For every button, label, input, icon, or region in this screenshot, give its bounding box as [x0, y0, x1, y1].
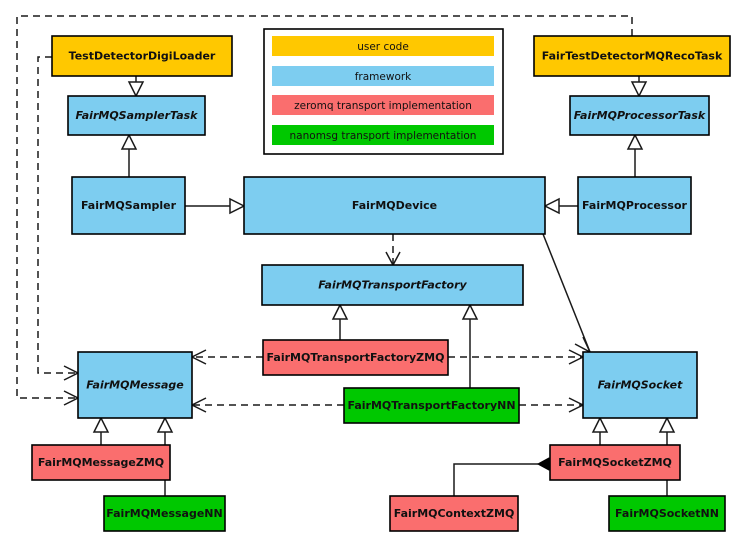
class-box-label-FairMQSocketNN: FairMQSocketNN: [615, 507, 719, 520]
class-box-rect-FairMQSampler[interactable]: [71, 176, 186, 235]
class-box-rect-FairMQTransportFactory[interactable]: [261, 264, 524, 306]
edge-digiloader-samplertask: [127, 76, 145, 98]
class-box-rect-FairMQTransportFactoryNN[interactable]: [343, 387, 520, 424]
class-box-rect-FairMQContextZMQ[interactable]: [389, 495, 519, 532]
class-box-label-FairMQDevice: FairMQDevice: [352, 199, 437, 212]
class-box-label-FairMQSamplerTask: FairMQSamplerTask: [76, 109, 199, 122]
legend-label-framework: framework: [355, 71, 412, 83]
class-box-FairMQTransportFactory[interactable]: FairMQTransportFactory: [261, 264, 524, 306]
legend-item-zeromq: zeromq transport implementation: [272, 95, 494, 115]
class-box-rect-FairTestDetectorMQRecoTask[interactable]: [533, 35, 731, 77]
edge-device-socket: [542, 233, 592, 354]
edge-tfnn-transportfactory: [461, 303, 479, 388]
class-box-rect-FairMQMessage[interactable]: [77, 351, 193, 419]
edge-contextzmq-socketzmq: [453, 457, 562, 496]
class-box-FairMQSocketNN[interactable]: FairMQSocketNN: [608, 495, 726, 532]
class-box-rect-FairMQTransportFactoryZMQ[interactable]: [262, 339, 449, 376]
class-box-FairMQMessageZMQ[interactable]: FairMQMessageZMQ: [31, 444, 171, 481]
class-box-rect-FairMQProcessor[interactable]: [577, 176, 692, 235]
edge-samplertask-sampler: [120, 133, 138, 177]
legend-item-nanomsg: nanomsg transport implementation: [272, 125, 494, 145]
edge-tfnn-socket: [519, 397, 585, 413]
edge-tfnn-message: [190, 397, 344, 413]
class-box-label-FairMQSampler: FairMQSampler: [81, 199, 177, 212]
class-box-FairMQDevice[interactable]: FairMQDevice: [243, 176, 546, 235]
class-box-FairMQContextZMQ[interactable]: FairMQContextZMQ: [389, 495, 519, 532]
class-box-label-FairMQMessage: FairMQMessage: [86, 379, 184, 392]
class-box-FairMQMessage[interactable]: FairMQMessage: [77, 351, 193, 419]
class-box-FairMQSampler[interactable]: FairMQSampler: [71, 176, 186, 235]
class-box-FairMQMessageNN[interactable]: FairMQMessageNN: [103, 495, 226, 532]
class-box-FairMQTransportFactoryNN[interactable]: FairMQTransportFactoryNN: [343, 387, 520, 424]
class-box-FairMQProcessor[interactable]: FairMQProcessor: [577, 176, 692, 235]
class-box-FairMQSamplerTask[interactable]: FairMQSamplerTask: [67, 95, 206, 136]
legend-item-framework: framework: [272, 66, 494, 86]
legend-item-user-code: user code: [272, 36, 494, 56]
class-box-rect-FairMQSocket[interactable]: [582, 351, 698, 419]
legend-label-zeromq: zeromq transport implementation: [294, 100, 472, 112]
class-box-rect-FairMQSamplerTask[interactable]: [67, 95, 206, 136]
class-box-rect-FairMQMessageZMQ[interactable]: [31, 444, 171, 481]
edge-processor-device: [543, 197, 578, 215]
edge-socketzmq-socket: [591, 416, 609, 445]
class-box-label-FairMQContextZMQ: FairMQContextZMQ: [394, 507, 515, 520]
edge-tfzmq-message: [190, 349, 263, 365]
legend-swatch-user-code: [272, 36, 494, 56]
class-box-FairMQSocketZMQ[interactable]: FairMQSocketZMQ: [549, 444, 681, 481]
class-box-layer: TestDetectorDigiLoader FairTestDetectorMQ…: [31, 35, 731, 532]
class-box-rect-FairMQSocketZMQ[interactable]: [549, 444, 681, 481]
class-box-label-FairMQMessageNN: FairMQMessageNN: [106, 507, 222, 520]
legend-swatch-zeromq: [272, 95, 494, 115]
legend-swatch-nanomsg: [272, 125, 494, 145]
class-box-label-FairMQTransportFactoryNN: FairMQTransportFactoryNN: [347, 399, 515, 412]
class-box-label-TestDetectorDigiLoader: TestDetectorDigiLoader: [69, 50, 216, 63]
class-box-label-FairMQProcessor: FairMQProcessor: [582, 199, 687, 212]
class-box-rect-FairMQMessageNN[interactable]: [103, 495, 226, 532]
class-box-label-FairMQSocket: FairMQSocket: [598, 379, 684, 392]
class-box-label-FairMQTransportFactory: FairMQTransportFactory: [318, 279, 467, 292]
class-box-FairTestDetectorMQRecoTask[interactable]: FairTestDetectorMQRecoTask: [533, 35, 731, 77]
class-box-label-FairMQSocketZMQ: FairMQSocketZMQ: [558, 456, 672, 469]
class-box-label-FairMQProcessorTask: FairMQProcessorTask: [574, 109, 706, 122]
edge-tfzmq-socket: [448, 349, 585, 365]
class-box-rect-FairMQDevice[interactable]: [243, 176, 546, 235]
edge-processortask-processor: [626, 133, 644, 177]
legend: user code framework zeromq transport imp…: [263, 28, 504, 155]
class-box-rect-TestDetectorDigiLoader[interactable]: [51, 35, 233, 77]
class-box-TestDetectorDigiLoader[interactable]: TestDetectorDigiLoader: [51, 35, 233, 77]
class-box-label-FairMQTransportFactoryZMQ: FairMQTransportFactoryZMQ: [267, 351, 445, 364]
edge-sampler-device: [185, 197, 246, 215]
edge-messagezmq-message: [92, 416, 110, 445]
edge-device-transportfactory: [385, 234, 401, 267]
class-box-FairMQProcessorTask[interactable]: FairMQProcessorTask: [569, 95, 710, 136]
class-box-rect-FairMQSocketNN[interactable]: [608, 495, 726, 532]
edge-tfzmq-transportfactory: [331, 303, 349, 340]
class-box-rect-FairMQProcessorTask[interactable]: [569, 95, 710, 136]
edge-recotask-processortask: [630, 76, 648, 98]
class-box-label-FairMQMessageZMQ: FairMQMessageZMQ: [38, 456, 164, 469]
class-box-FairMQTransportFactoryZMQ[interactable]: FairMQTransportFactoryZMQ: [262, 339, 449, 376]
legend-swatch-framework: [272, 66, 494, 86]
legend-label-user-code: user code: [357, 41, 409, 53]
class-box-label-FairTestDetectorMQRecoTask: FairTestDetectorMQRecoTask: [542, 50, 723, 63]
legend-label-nanomsg: nanomsg transport implementation: [290, 130, 477, 142]
class-box-FairMQSocket[interactable]: FairMQSocket: [582, 351, 698, 419]
